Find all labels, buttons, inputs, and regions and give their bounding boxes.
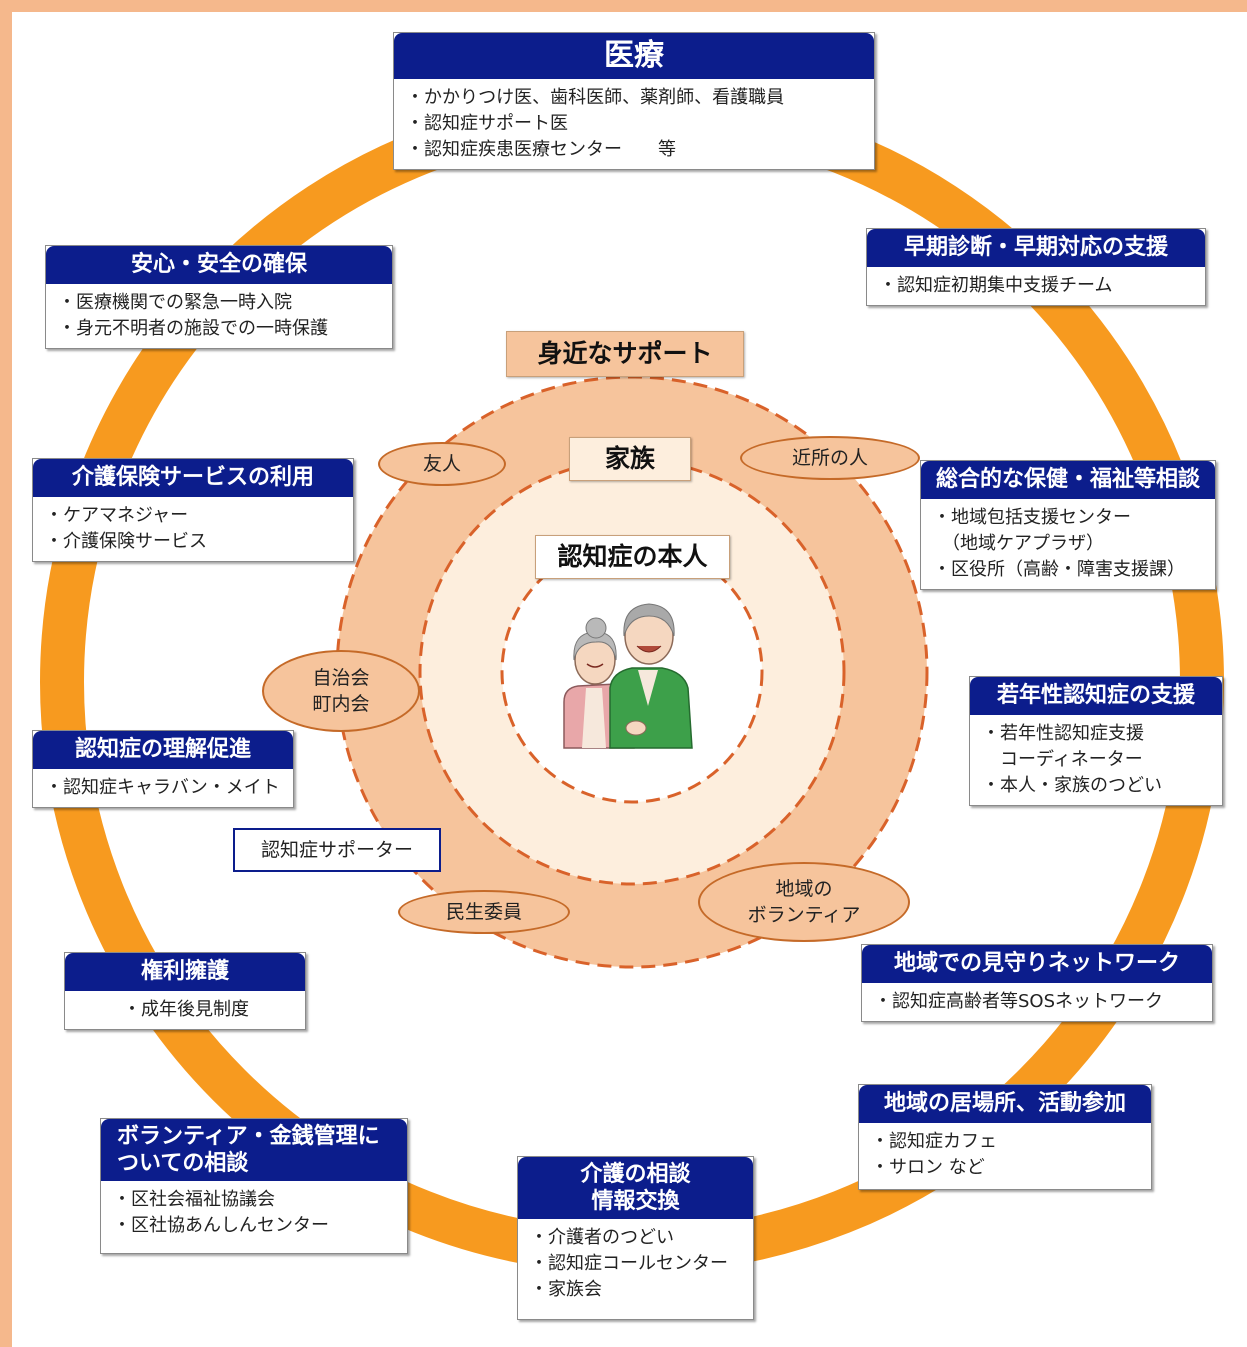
card-care-insurance: 介護保険サービスの利用 ケアマネジャー介護保険サービス (32, 458, 354, 562)
card-care-item: 家族会 (530, 1277, 743, 1303)
card-volunteer-title-line-1: ボランティア・金銭管理に (117, 1124, 380, 1149)
card-care-title: 介護の相談情報交換 (518, 1157, 753, 1219)
card-safety-item: 身元不明者の施設での一時保護 (58, 316, 382, 342)
card-volunteer-title-line-2: ついての相談 (117, 1151, 249, 1176)
family-label: 家族 (569, 437, 691, 481)
card-consult-item: 区役所（高齢・障害支援課） (933, 557, 1205, 583)
nearby-support-label: 身近なサポート (506, 331, 744, 377)
card-careins-item: ケアマネジャー (45, 503, 343, 529)
card-safety-item: 医療機関での緊急一時入院 (58, 290, 382, 316)
card-young-item: 本人・家族のつどい (982, 773, 1212, 799)
card-understand-item: 認知症キャラバン・メイト (45, 775, 283, 801)
card-rights-item: 成年後見制度 (77, 997, 295, 1023)
card-volunteer-item: 区社会福祉協議会 (113, 1187, 397, 1213)
card-rights-advocacy: 権利擁護 成年後見制度 (64, 952, 306, 1030)
card-care-title-line-1: 介護の相談 (580, 1162, 691, 1187)
oval-local-volunteer: 地域のボランティア (698, 862, 910, 942)
card-local-place: 地域の居場所、活動参加 認知症カフェサロン など (858, 1084, 1152, 1190)
card-medical-item: 認知症疾患医療センター 等 (406, 137, 864, 163)
card-young-item: コーディネーター (1000, 749, 1143, 770)
oval-residents-line-1: 自治会 (312, 667, 370, 689)
oval-friend-text: 友人 (422, 453, 461, 475)
diagram-canvas: 身近なサポート 家族 認知症の本人 友人 近所の人 自治会町内会 民生委員 地域… (12, 12, 1247, 1347)
card-understanding: 認知症の理解促進 認知症キャラバン・メイト (32, 730, 294, 808)
card-place-title: 地域の居場所、活動参加 (859, 1085, 1151, 1123)
card-young-onset: 若年性認知症の支援 若年性認知症支援コーディネーター本人・家族のつどい (969, 676, 1223, 806)
oval-friend: 友人 (378, 442, 506, 486)
oval-neighbor: 近所の人 (740, 436, 920, 480)
card-consult-title: 総合的な保健・福祉等相談 (921, 461, 1215, 499)
card-early-diagnosis: 早期診断・早期対応の支援 認知症初期集中支援チーム (866, 228, 1206, 306)
card-understand-title: 認知症の理解促進 (33, 731, 293, 769)
card-place-item: 認知症カフェ (871, 1129, 1141, 1155)
card-medical-item: かかりつけ医、歯科医師、薬剤師、看護職員 (406, 85, 864, 111)
oval-volunteer-line-2: ボランティア (747, 904, 861, 926)
card-watch-network: 地域での見守りネットワーク 認知症高齢者等SOSネットワーク (861, 944, 1213, 1022)
oval-welfare-text: 民生委員 (445, 901, 522, 923)
card-care-title-line-2: 情報交換 (591, 1189, 680, 1214)
oval-volunteer-line-1: 地域の (775, 878, 833, 900)
card-watch-title: 地域での見守りネットワーク (862, 945, 1212, 983)
card-volunteer-item: 区社協あんしんセンター (113, 1213, 397, 1239)
oval-welfare-commissioner: 民生委員 (398, 890, 570, 934)
card-care-item: 認知症コールセンター (530, 1251, 743, 1277)
card-safety-title: 安心・安全の確保 (46, 246, 392, 284)
elderly-couple-illustration (563, 603, 693, 749)
oval-neighbor-text: 近所の人 (791, 447, 868, 469)
card-young-title: 若年性認知症の支援 (970, 677, 1222, 715)
card-careins-title: 介護保険サービスの利用 (33, 459, 353, 497)
person-with-dementia-label: 認知症の本人 (535, 535, 730, 579)
card-medical: 医療 かかりつけ医、歯科医師、薬剤師、看護職員認知症サポート医認知症疾患医療セン… (393, 32, 875, 170)
oval-residents-assoc: 自治会町内会 (262, 650, 420, 732)
card-medical-title: 医療 (394, 33, 874, 79)
card-consult-item: （地域ケアプラザ） (951, 533, 1104, 554)
card-watch-item: 認知症高齢者等SOSネットワーク (874, 989, 1202, 1015)
card-care-item: 介護者のつどい (530, 1225, 743, 1251)
card-careins-item: 介護保険サービス (45, 529, 343, 555)
card-early-item: 認知症初期集中支援チーム (879, 273, 1195, 299)
card-place-item: サロン など (871, 1155, 1141, 1181)
card-rights-title: 権利擁護 (65, 953, 305, 991)
dementia-supporter-label: 認知症サポーター (233, 828, 441, 872)
card-volunteer-title: ボランティア・金銭管理についての相談 (101, 1119, 407, 1181)
oval-residents-line-2: 町内会 (312, 693, 370, 715)
card-consultation: 総合的な保健・福祉等相談 地域包括支援センター（地域ケアプラザ） 区役所（高齢・障… (920, 460, 1216, 590)
card-safety: 安心・安全の確保 医療機関での緊急一時入院身元不明者の施設での一時保護 (45, 245, 393, 349)
card-early-title: 早期診断・早期対応の支援 (867, 229, 1205, 267)
card-consult-item: 地域包括支援センター (933, 505, 1205, 531)
card-medical-item: 認知症サポート医 (406, 111, 864, 137)
card-young-item: 若年性認知症支援 (982, 721, 1212, 747)
